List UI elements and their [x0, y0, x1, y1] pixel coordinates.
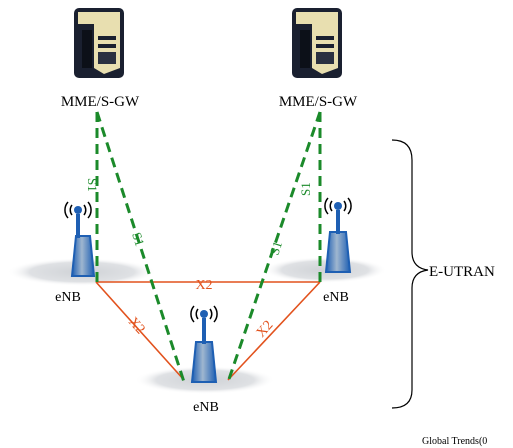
- x2-link-right: [227, 281, 321, 381]
- s1-link-left-diagonal: [95, 111, 186, 383]
- x2-links: [95, 281, 321, 381]
- x2-label-top: X2: [195, 278, 212, 293]
- mme-right-server-icon: [292, 8, 342, 78]
- enb-bottom-label: eNB: [193, 400, 219, 415]
- enb-left-tower-icon: [64, 201, 96, 277]
- e-utran-brace: [391, 139, 429, 409]
- x2-link-left: [95, 281, 185, 381]
- s1-label-right-vertical: S1: [298, 182, 313, 196]
- enb-right-shadow: [263, 257, 387, 283]
- mme-left-label: MME/S-GW: [61, 94, 140, 110]
- s1-label-left-diagonal: S1: [129, 230, 148, 248]
- enb-right-label: eNB: [323, 290, 349, 305]
- mme-left-server-icon: [74, 8, 124, 78]
- s1-links: [95, 111, 322, 383]
- enb-bottom-tower-icon: [190, 305, 218, 383]
- enb-right-tower-icon: [324, 197, 352, 273]
- x2-label-right: X2: [254, 318, 277, 341]
- mme-right-label: MME/S-GW: [279, 94, 358, 110]
- enb-left-label: eNB: [55, 290, 81, 305]
- e-utran-label: E-UTRAN: [429, 264, 495, 280]
- s1-label-left-vertical: S1: [85, 178, 100, 192]
- s1-label-right-diagonal: S1: [267, 239, 286, 257]
- footer-text: Global Trends(0: [422, 436, 487, 447]
